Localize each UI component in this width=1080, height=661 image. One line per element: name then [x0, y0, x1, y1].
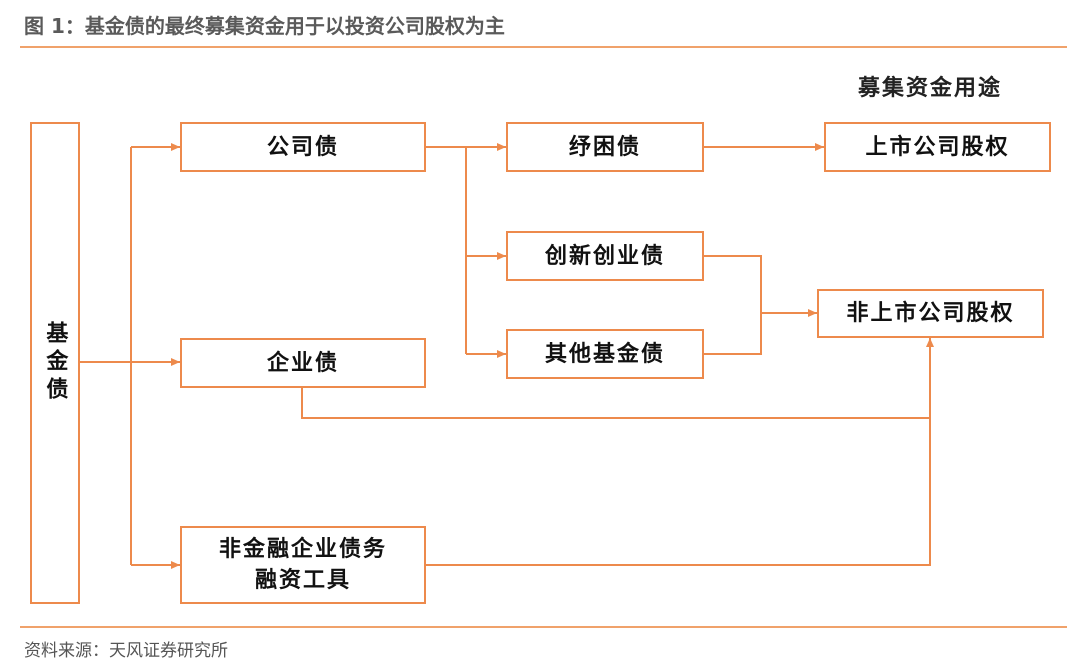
- node-unlisted-equity-label: 非上市公司股权: [846, 300, 1015, 327]
- node-gongsi-bond-label: 公司债: [266, 133, 339, 160]
- figure-source: 资料来源：天风证券研究所: [24, 641, 228, 661]
- node-enterprise-bond: 企业债: [180, 338, 426, 388]
- node-other-fund-bond-label: 其他基金债: [544, 340, 665, 367]
- node-listed-equity: 上市公司股权: [824, 122, 1051, 172]
- node-listed-equity-label: 上市公司股权: [865, 133, 1010, 160]
- connector-nonfinancial: [426, 338, 934, 566]
- node-innovation-bond: 创新创业债: [506, 231, 704, 281]
- figure-title: 图 1：基金债的最终募集资金用于以投资公司股权为主: [24, 14, 505, 38]
- node-relief-bond-label: 纾困债: [568, 133, 641, 160]
- node-innovation-bond-label: 创新创业债: [544, 242, 665, 269]
- connector-innovation-merge: [704, 255, 762, 355]
- node-enterprise-bond-label: 企业债: [266, 349, 339, 376]
- node-unlisted-equity: 非上市公司股权: [817, 289, 1044, 338]
- node-nonfinancial-instrument-label: 非金融企业债务 融资工具: [218, 536, 387, 593]
- top-divider: [20, 46, 1067, 48]
- usage-header: 募集资金用途: [858, 76, 1003, 101]
- node-other-fund-bond: 其他基金债: [506, 329, 704, 379]
- node-fund-bond-label: 基金债: [42, 321, 69, 405]
- node-fund-bond: 基金债: [30, 122, 80, 604]
- bottom-divider: [20, 626, 1067, 628]
- node-nonfinancial-instrument: 非金融企业债务 融资工具: [180, 526, 426, 604]
- node-gongsi-bond: 公司债: [180, 122, 426, 172]
- node-relief-bond: 纾困债: [506, 122, 704, 172]
- connector-enterprise: [301, 388, 930, 419]
